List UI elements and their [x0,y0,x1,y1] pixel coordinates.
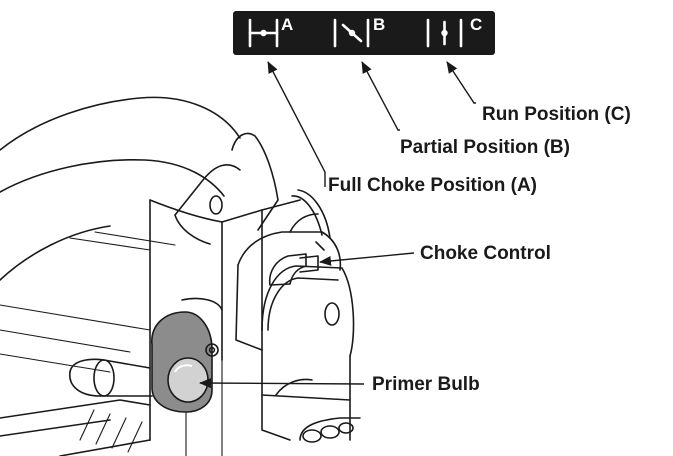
label-choke-control: Choke Control [420,243,551,264]
symbol-letter-a: A [281,15,293,34]
label-full-choke-position: Full Choke Position (A) [328,175,537,196]
leader-choke-control [319,252,415,266]
run-symbol-icon [426,18,463,48]
leader-run [446,61,476,104]
partial-choke-symbol-icon [333,18,370,48]
leader-partial [361,61,400,131]
symbol-letter-c: C [470,15,482,34]
leader-primer-bulb [199,378,365,389]
label-primer-bulb: Primer Bulb [372,374,480,395]
label-partial-position: Partial Position (B) [400,137,570,158]
primer-bulb-housing [151,311,213,413]
symbol-panel-background [233,11,495,55]
choke-symbol-panel: A B C [233,11,495,55]
leader-full-choke [267,61,326,187]
symbol-letter-b: B [373,15,385,34]
engine-illustration [0,96,361,456]
callout-leaders [199,61,476,389]
label-run-position: Run Position (C) [482,104,631,125]
full-choke-symbol-icon [248,18,279,48]
